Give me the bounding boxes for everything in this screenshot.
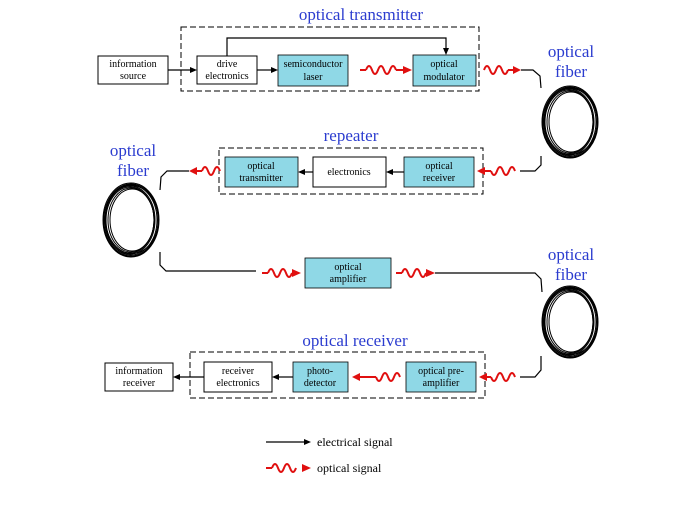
arrowhead-electronics-to-transmitter (298, 169, 305, 175)
optical-signal-modulator-to-fiber (483, 65, 521, 75)
optical-amplifier-block (304, 257, 392, 289)
drive-electronics-label-1: drive (217, 59, 238, 70)
fiber-coil-1-icon (541, 85, 599, 159)
receiver-electronics-label-1: receiver (222, 366, 255, 377)
information-source-label-2: source (120, 71, 147, 82)
legend-electrical-label: electrical signal (317, 435, 393, 449)
arrowhead-drive-to-laser (271, 67, 278, 73)
fiber-line-2-out (159, 252, 256, 272)
information-receiver-label-1: information (115, 366, 162, 377)
repeater-title: repeater (324, 126, 379, 145)
optical-modulator-label-1: optical (430, 59, 457, 70)
fiber-line-2-in (159, 170, 189, 191)
repeater-receiver-label-1: optical (425, 161, 452, 172)
fiber-label-1-line1: optical (548, 42, 595, 61)
optical-signal-preamplifier-to-photodetector (352, 372, 401, 382)
fiber-label-3-line2: fiber (555, 265, 587, 284)
information-source-block (97, 55, 169, 85)
receiver-electronics-label-2: electronics (216, 378, 259, 389)
optical-modulator-label-2: modulator (423, 72, 465, 83)
optical-preamplifier-block (405, 361, 477, 393)
fiber-label-2-line2: fiber (117, 161, 149, 180)
optical-signal-into-amplifier (262, 268, 301, 278)
information-receiver-label-2: receiver (123, 378, 156, 389)
fiber-label-3-line1: optical (548, 245, 595, 264)
arrowhead-electronics-to-information-receiver (173, 374, 180, 380)
legend: electrical signal optical signal (266, 435, 393, 475)
semiconductor-laser-label-1: semiconductor (284, 59, 344, 70)
transmitter-title: optical transmitter (299, 5, 423, 24)
arrowhead-drive-to-modulator (443, 48, 449, 55)
legend-electrical-arrowhead (304, 439, 311, 445)
optical-preamplifier-label-1: optical pre- (418, 366, 464, 377)
optical-signal-laser-to-modulator (360, 65, 412, 75)
optical-modulator-block (412, 54, 477, 87)
fiber-label-2-line1: optical (110, 141, 157, 160)
legend-optical-label: optical signal (317, 461, 382, 475)
repeater-electronics-label: electronics (327, 167, 370, 178)
repeater-electronics-block (312, 156, 387, 188)
arrowhead-photodetector-to-electronics (272, 374, 279, 380)
semiconductor-laser-block (277, 54, 349, 87)
optical-signal-out-of-amplifier (396, 268, 435, 278)
optical-signal-fiber-to-repeater (477, 166, 516, 176)
receiver-title: optical receiver (302, 331, 408, 350)
arrowhead-source-to-drive (190, 67, 197, 73)
information-source-label-1: information (109, 59, 156, 70)
semiconductor-laser-label-2: laser (304, 72, 324, 83)
drive-electronics-label-2: electronics (205, 71, 248, 82)
optical-amplifier-label-2: amplifier (330, 274, 367, 285)
repeater-transmitter-label-2: transmitter (239, 173, 283, 184)
arrow-drive-to-modulator (226, 37, 447, 56)
optical-signal-repeater-to-fiber (189, 166, 221, 176)
optical-amplifier-label-1: optical (334, 262, 361, 273)
fiber-line-3-out (520, 356, 542, 378)
information-receiver-block (104, 362, 174, 392)
fiber-coil-3-icon (541, 285, 599, 359)
fiber-line-1-out (520, 156, 542, 172)
optical-signal-fiber-to-preamplifier (479, 372, 516, 382)
photodetector-label-2: detector (304, 378, 337, 389)
repeater-optical-receiver-block (403, 156, 475, 188)
fiber-line-1-in (521, 69, 542, 89)
fiber-coil-2-icon (102, 182, 160, 258)
optical-preamplifier-label-2: amplifier (423, 378, 460, 389)
repeater-receiver-label-2: receiver (423, 173, 456, 184)
transmitter-enclosure (180, 26, 480, 92)
fiber-line-3-in (435, 272, 543, 293)
photodetector-label-1: photo- (307, 366, 333, 377)
repeater-transmitter-label-1: optical (247, 161, 274, 172)
fiber-label-1-line2: fiber (555, 62, 587, 81)
photodetector-block (292, 361, 349, 393)
arrowhead-receiver-to-electronics (386, 169, 393, 175)
legend-optical-wave (266, 463, 311, 473)
repeater-optical-transmitter-block (224, 156, 299, 188)
